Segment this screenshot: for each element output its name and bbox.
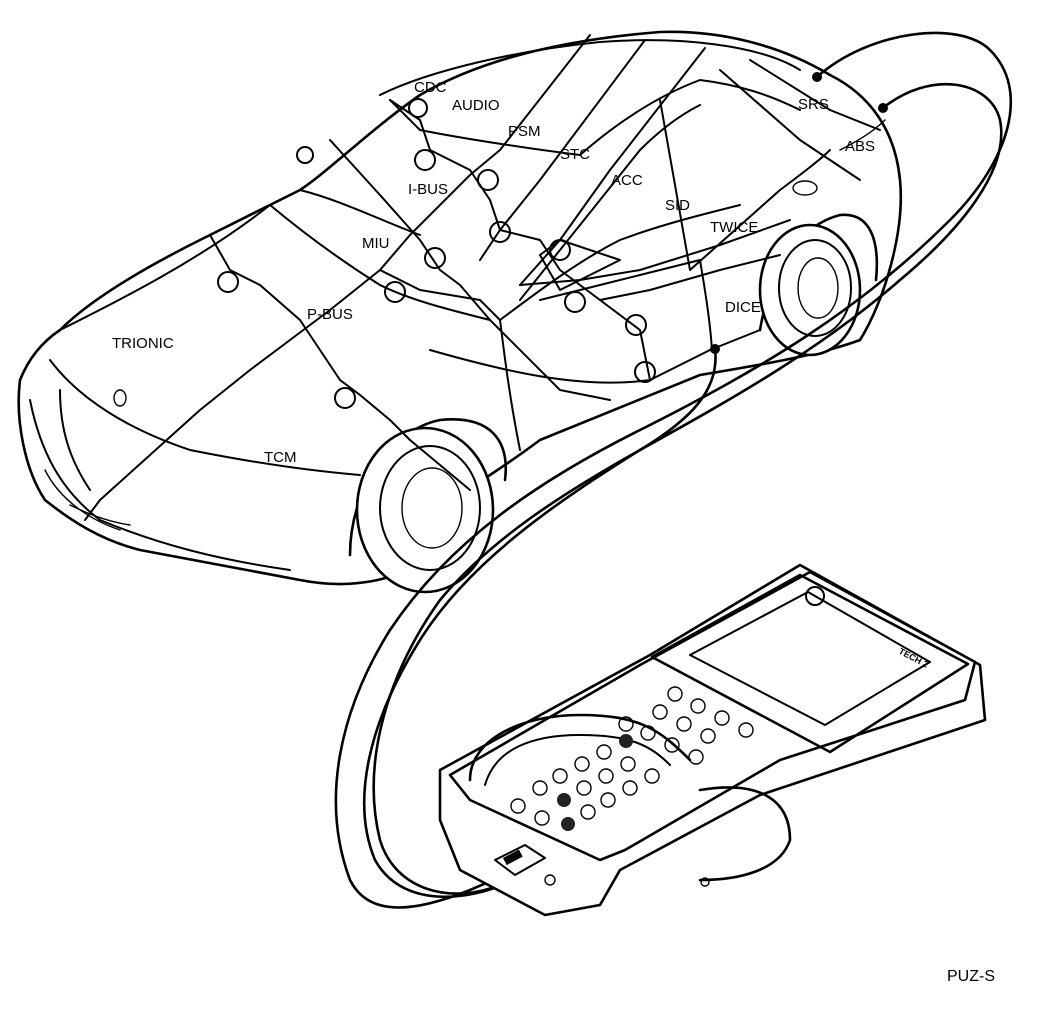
label-abs: ABS bbox=[845, 138, 875, 155]
scanner-keypad bbox=[510, 686, 754, 831]
label-srs: SRS bbox=[798, 96, 829, 113]
label-stc: STC bbox=[560, 146, 590, 163]
label-dice: DICE bbox=[725, 299, 761, 316]
label-miu: MIU bbox=[362, 235, 390, 252]
diagnostic-cables bbox=[334, 31, 1013, 909]
tech2-scanner: TECH 2 bbox=[438, 563, 987, 917]
label-tcm: TCM bbox=[264, 449, 297, 466]
module-labels: CDC AUDIO PSM SRS ABS STC ACC I-BUS SID … bbox=[112, 79, 875, 466]
label-i-bus: I-BUS bbox=[408, 181, 448, 198]
label-cdc: CDC bbox=[414, 79, 447, 96]
network-puzzle-lines bbox=[84, 34, 881, 521]
label-trionic: TRIONIC bbox=[112, 335, 174, 352]
label-p-bus: P-BUS bbox=[307, 306, 353, 323]
figure-code: PUZ-S bbox=[947, 968, 995, 985]
car-illustration bbox=[17, 30, 902, 594]
label-acc: ACC bbox=[611, 172, 643, 189]
label-twice: TWICE bbox=[710, 219, 758, 236]
label-sid: SID bbox=[665, 197, 690, 214]
label-audio: AUDIO bbox=[452, 97, 500, 114]
label-psm: PSM bbox=[508, 123, 541, 140]
